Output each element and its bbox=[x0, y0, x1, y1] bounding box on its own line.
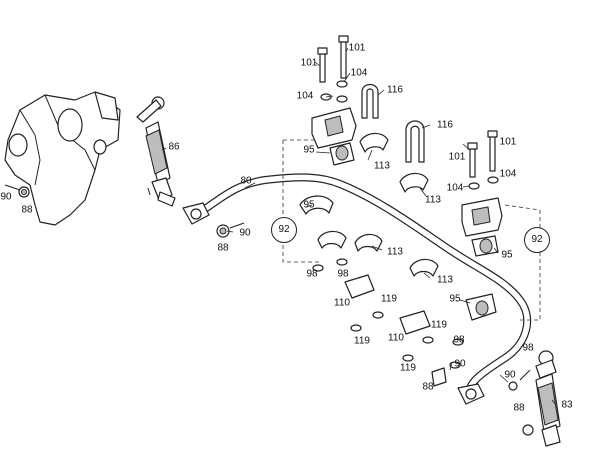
u-bolt-lower bbox=[405, 120, 425, 163]
callout-88: 88 bbox=[217, 242, 229, 254]
callout-104: 104 bbox=[350, 67, 368, 79]
callout-116: 116 bbox=[437, 119, 453, 131]
callout-95: 95 bbox=[501, 249, 513, 261]
callout-98: 98 bbox=[337, 268, 349, 280]
callout-98: 98 bbox=[522, 342, 534, 354]
callout-95: 95 bbox=[303, 144, 315, 156]
drop-link-upper bbox=[136, 96, 176, 207]
callout-113: 113 bbox=[425, 194, 441, 206]
callout-110: 110 bbox=[334, 297, 350, 309]
callout-86: 86 bbox=[168, 141, 180, 153]
callout-80: 80 bbox=[240, 175, 252, 187]
knuckle-bolt bbox=[4, 184, 30, 198]
callout-116: 116 bbox=[387, 84, 403, 96]
callout-104: 104 bbox=[499, 168, 517, 180]
callout-90: 90 bbox=[0, 191, 12, 203]
bar-link-bolt bbox=[216, 222, 245, 238]
callout-119: 119 bbox=[400, 362, 416, 374]
leader-lines bbox=[161, 47, 557, 406]
callout-104: 104 bbox=[446, 182, 464, 194]
callout-88: 88 bbox=[513, 402, 525, 414]
group-marker-92: 92 bbox=[524, 227, 550, 253]
clamp-bracket-upper-left bbox=[311, 107, 357, 149]
callout-90: 90 bbox=[454, 358, 466, 370]
u-bolt-upper bbox=[361, 83, 379, 119]
callout-88: 88 bbox=[422, 381, 434, 393]
callout-110: 110 bbox=[388, 332, 404, 344]
callout-113: 113 bbox=[374, 160, 390, 172]
callout-95: 95 bbox=[303, 199, 315, 211]
stabilizer-bar bbox=[182, 173, 532, 405]
callout-98: 98 bbox=[453, 334, 465, 346]
callout-95: 95 bbox=[449, 293, 461, 305]
assembly-outline-left bbox=[282, 139, 320, 263]
callout-113: 113 bbox=[387, 246, 403, 258]
clamp-items-lower bbox=[299, 195, 497, 335]
steering-knuckle bbox=[4, 91, 121, 226]
clamp-bracket-upper-right bbox=[461, 197, 503, 257]
callout-101: 101 bbox=[499, 136, 517, 148]
callout-98: 98 bbox=[306, 268, 318, 280]
callout-90: 90 bbox=[504, 369, 516, 381]
callout-119: 119 bbox=[381, 293, 397, 305]
bolts-upper-left bbox=[317, 35, 349, 103]
bolts-right bbox=[467, 130, 499, 190]
group-marker-92: 92 bbox=[271, 217, 297, 243]
callout-83: 83 bbox=[561, 399, 573, 411]
drop-link-lower bbox=[508, 350, 561, 447]
callout-88: 88 bbox=[21, 204, 33, 216]
callout-90: 90 bbox=[239, 227, 251, 239]
callout-119: 119 bbox=[431, 319, 447, 331]
small-nuts bbox=[312, 258, 464, 387]
callout-101: 101 bbox=[348, 42, 366, 54]
callout-119: 119 bbox=[354, 335, 370, 347]
callout-101: 101 bbox=[300, 57, 318, 69]
callout-113: 113 bbox=[437, 274, 453, 286]
callout-104: 104 bbox=[296, 90, 314, 102]
callout-101: 101 bbox=[448, 151, 466, 163]
bushings-upper bbox=[329, 132, 429, 193]
